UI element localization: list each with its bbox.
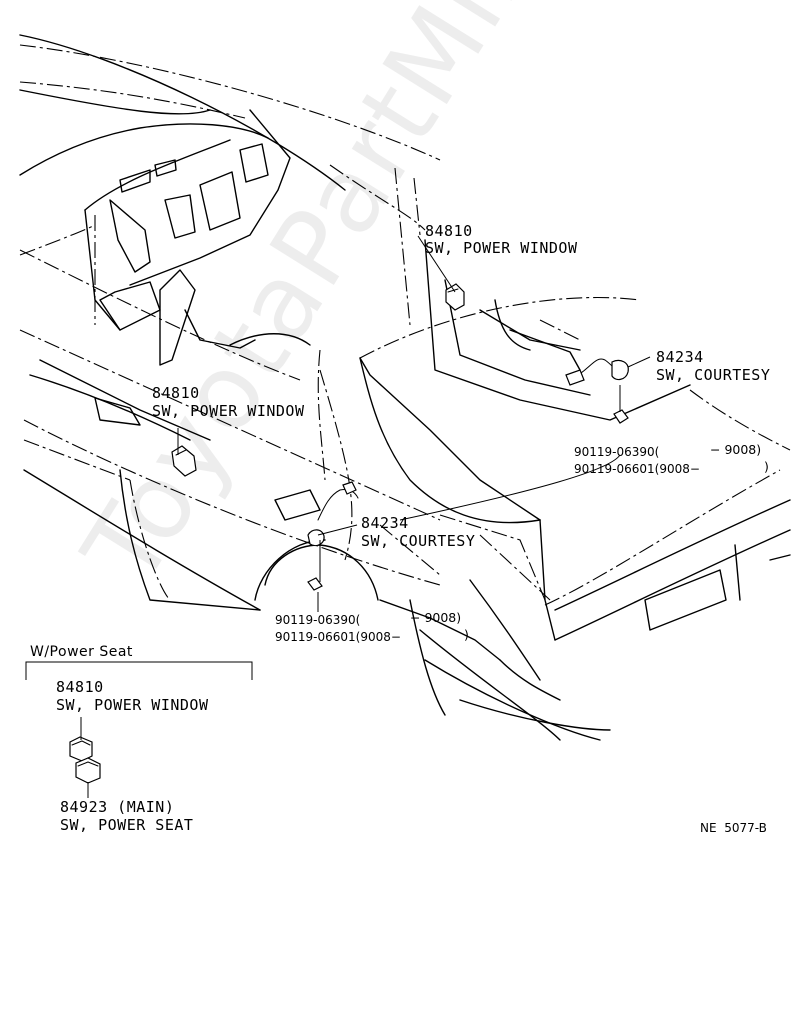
- pw-switch-upper-part: [445, 283, 465, 311]
- screw-lower-part1: 90119-06390(: [275, 613, 361, 627]
- body-outlines: [19, 34, 791, 741]
- courtesy-switch-upper-part: [565, 358, 629, 424]
- screw-upper-range1: − 9008): [710, 442, 762, 457]
- leader-lines: [80, 235, 651, 798]
- courtesy-lower-number: 84234: [361, 514, 409, 532]
- power-seat-pw-name: SW, POWER WINDOW: [56, 696, 209, 714]
- courtesy-lower-name: SW, COURTESY: [361, 532, 476, 550]
- power-seat-bracket: [25, 661, 253, 680]
- screw-lower-part2: 90119-06601(9008−: [275, 630, 401, 644]
- pw-upper-name: SW, POWER WINDOW: [425, 239, 578, 257]
- phantom-body-lines: [19, 44, 791, 606]
- screw-lower-range2: ): [464, 627, 469, 642]
- screw-upper-range2: ): [764, 459, 769, 474]
- courtesy-upper-name: SW, COURTESY: [656, 366, 771, 384]
- pw-left-number: 84810: [152, 384, 200, 402]
- screw-lower-range1: − 9008): [410, 610, 462, 625]
- power-seat-switches-part: [69, 736, 101, 784]
- power-seat-seat-number: 84923 (MAIN): [60, 798, 175, 816]
- pw-left-name: SW, POWER WINDOW: [152, 402, 305, 420]
- courtesy-upper-number: 84234: [656, 348, 704, 366]
- pw-switch-left-part: [171, 445, 197, 477]
- power-seat-title: W/Power Seat: [30, 644, 133, 660]
- screw-upper-part1: 90119-06390(: [574, 445, 660, 459]
- screw-upper-part2: 90119-06601(9008−: [574, 462, 700, 476]
- power-seat-pw-number: 84810: [56, 678, 104, 696]
- pw-upper-number: 84810: [425, 222, 473, 240]
- power-seat-seat-name: SW, POWER SEAT: [60, 816, 194, 834]
- figure-code: NE 5077-B: [700, 821, 767, 835]
